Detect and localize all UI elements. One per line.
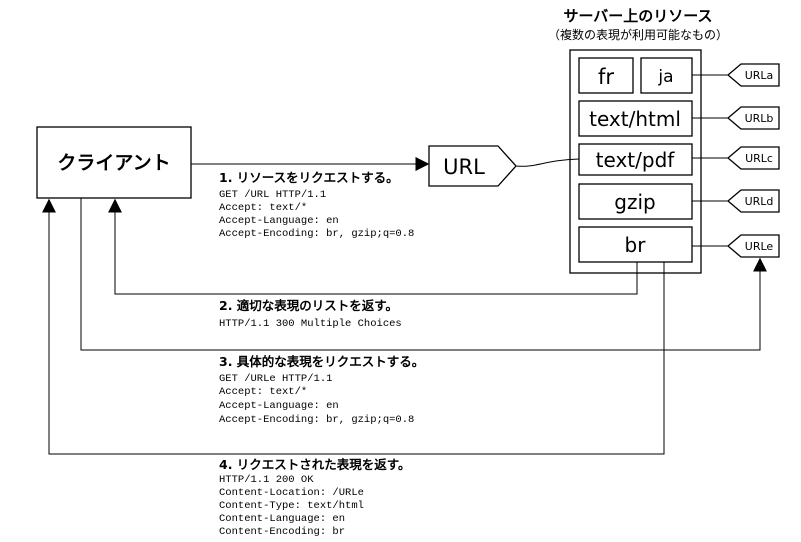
step-2-title: 2. 適切な表現のリストを返す。 (219, 298, 398, 313)
step-3-line-3: Accept-Language: en (219, 400, 339, 412)
step-3-line-2: Accept: text/* (219, 386, 307, 398)
url-node-label: URL (443, 155, 485, 179)
url-tag-c (726, 146, 780, 170)
arrow-step-3 (80, 198, 767, 351)
step-3-title: 3. 具体的な表現をリクエストする。 (219, 354, 424, 369)
step-3-line-4: Accept-Encoding: br, gzip;q=0.8 (219, 414, 414, 426)
arrow-step-4 (42, 198, 665, 455)
step-4-line-1: HTTP/1.1 200 OK (219, 474, 314, 486)
url-tag-b-label: URLb (745, 112, 774, 125)
step-1-title: 1. リソースをリクエストする。 (219, 170, 399, 185)
url-node (428, 145, 517, 187)
url-to-server-connector (515, 158, 580, 167)
step-4-line-5: Content-Encoding: br (219, 526, 345, 538)
representation-pdf-box (578, 143, 693, 176)
url-tag-e-label: URLe (745, 240, 774, 253)
url-tag-b (726, 106, 780, 130)
client-box (36, 126, 192, 199)
representation-ja-label: ja (657, 67, 673, 87)
step-4-line-4: Content-Language: en (219, 513, 345, 525)
url-tag-e (726, 234, 780, 258)
step-1-line-3: Accept-Language: en (219, 215, 339, 227)
arrow-step-2 (108, 198, 638, 295)
representation-gzip-label: gzip (614, 190, 655, 214)
step-1-line-1: GET /URL HTTP/1.1 (219, 189, 326, 201)
url-tag-d-label: URLd (745, 195, 774, 208)
representation-br-box (578, 226, 693, 263)
representation-fr-label: fr (598, 65, 614, 89)
step-2-line-1: HTTP/1.1 300 Multiple Choices (219, 318, 402, 330)
step-3-line-1: GET /URLe HTTP/1.1 (219, 373, 332, 385)
representation-gzip-box (578, 183, 693, 220)
url-tag-a (726, 63, 780, 87)
client-label: クライアント (57, 152, 170, 174)
step-4-line-3: Content-Type: text/html (219, 500, 364, 512)
representation-ja-box (640, 57, 693, 94)
step-1-line-4: Accept-Encoding: br, gzip;q=0.8 (219, 228, 414, 240)
step-4-title: 4. リクエストされた表現を返す。 (219, 457, 411, 472)
representation-br-label: br (625, 233, 647, 257)
server-subtitle: （複数の表現が利用可能なもの） (548, 27, 728, 42)
url-tag-a-label: URLa (745, 69, 774, 82)
url-tag-c-label: URLc (745, 152, 773, 165)
representation-fr-box (578, 57, 634, 94)
representation-html-label: text/html (589, 107, 681, 131)
step-1-line-2: Accept: text/* (219, 202, 307, 214)
step-4-line-2: Content-Location: /URLe (219, 487, 364, 499)
representation-pdf-label: text/pdf (596, 148, 676, 172)
url-tag-d (726, 189, 780, 213)
server-title: サーバー上のリソース (563, 7, 712, 25)
